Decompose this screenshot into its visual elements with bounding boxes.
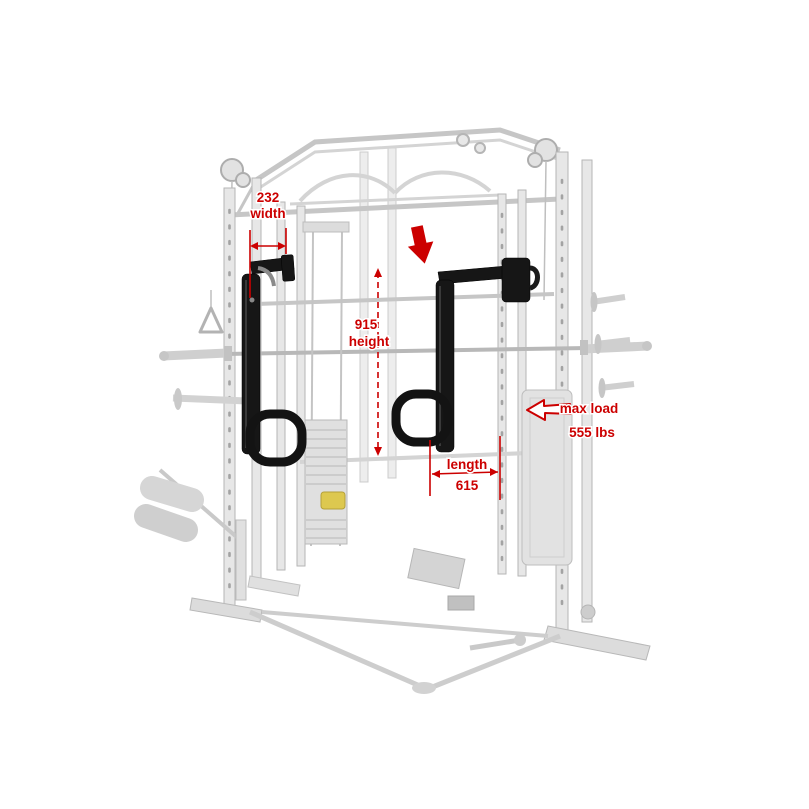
height-text-label: height [349, 334, 390, 349]
right-weight-pegs [590, 292, 635, 398]
stack-pin [320, 491, 346, 510]
leg-rollers [134, 468, 247, 601]
rear-panel [521, 389, 573, 566]
left-weight-horn [172, 388, 248, 410]
width-annotation: 232 width [248, 189, 287, 298]
length-annotation: length 615 [429, 436, 501, 500]
length-text-label: length [447, 457, 488, 472]
machine-illustration [134, 127, 652, 694]
base-feet [189, 547, 651, 694]
attachment-arrow-icon [407, 225, 434, 264]
height-value-label: 915 [355, 317, 378, 332]
pulley-top-left [220, 158, 251, 188]
height-annotation: 915 height [347, 268, 391, 456]
max-load-text-label: max load [560, 401, 619, 416]
pulley-top-right [456, 133, 558, 168]
max-load-annotation: max load 555 lbs [526, 399, 620, 442]
rear-uprights [359, 147, 397, 483]
highlight-left-arm [241, 254, 307, 467]
length-value-label: 615 [456, 478, 479, 493]
cable-handle [198, 306, 224, 334]
max-load-arrow-icon [526, 399, 572, 421]
left-arm-handle [245, 409, 307, 467]
highlight-right-arm [391, 257, 540, 453]
width-text-label: width [249, 206, 285, 221]
max-load-value-label: 555 lbs [569, 425, 615, 440]
right-arm-handle [391, 389, 453, 447]
weight-stack [302, 221, 350, 547]
width-value-label: 232 [257, 190, 280, 205]
